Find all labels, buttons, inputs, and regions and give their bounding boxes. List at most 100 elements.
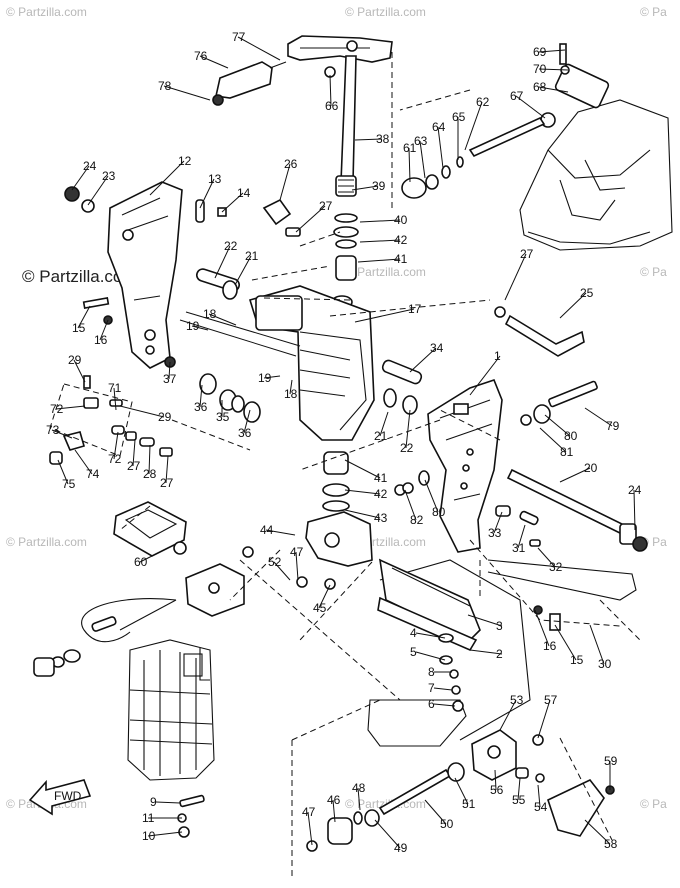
part-number-label: 16 [94, 333, 108, 347]
callout-leader [517, 524, 526, 549]
part-number-label: 74 [86, 467, 100, 481]
part-number-label: 70 [533, 62, 547, 76]
part-number-label: 47 [290, 545, 304, 559]
callout-leader [113, 431, 119, 460]
clamp-bracket-right [427, 379, 503, 553]
part-number-label: 25 [580, 286, 594, 300]
part-number-label: 65 [452, 110, 466, 124]
callout-leader [234, 255, 252, 286]
callout-leader [354, 308, 415, 323]
callout-leader [74, 449, 93, 475]
part-number-label: 53 [510, 693, 524, 707]
callout-leader [147, 831, 183, 837]
callout-leader [132, 439, 136, 467]
part-number-label: 18 [284, 387, 298, 401]
stopper-rails [377, 558, 481, 652]
callout-leader [408, 147, 411, 183]
watermark: © Partzilla.com [345, 5, 426, 19]
callout-leader [454, 777, 469, 805]
callout-leader [221, 192, 244, 213]
callout-leader [544, 414, 571, 437]
callout-leader [539, 427, 567, 453]
part-number-label: 3 [496, 619, 503, 633]
callout-leader [344, 509, 381, 519]
part-number-label: 61 [403, 141, 417, 155]
callout-leader [243, 409, 251, 434]
part-number-label: 79 [606, 419, 620, 433]
callout-leader [332, 799, 336, 823]
thru-tube [179, 268, 301, 357]
callout-leader [537, 784, 541, 808]
part-number-label: 8 [428, 665, 435, 679]
lower-unit [367, 559, 531, 747]
callout-leader [73, 359, 86, 383]
callout-leader [77, 305, 91, 329]
part-number-label: 58 [604, 837, 618, 851]
callout-leader [354, 138, 383, 141]
part-number-label: 69 [533, 45, 547, 59]
part-number-label: 15 [570, 653, 584, 667]
callout-layer: 1234567891011121314151516161718181919202… [46, 30, 642, 855]
bracket-76 [212, 61, 336, 106]
part-number-label: 32 [549, 560, 563, 574]
callout-leader [273, 561, 291, 581]
callout-leader [424, 799, 447, 825]
part-number-label: 67 [510, 89, 524, 103]
steering-arm [287, 35, 393, 63]
watermark: © Partzilla.com [6, 5, 87, 19]
part-number-label: 2 [496, 647, 503, 661]
fwd-arrow: FWD [28, 779, 92, 816]
callout-leader [537, 699, 551, 739]
pin-34 [381, 359, 423, 415]
watermark: © Pa [640, 5, 667, 19]
callout-leader [499, 699, 517, 731]
callout-leader [469, 649, 503, 655]
callout-leader [467, 614, 503, 627]
callout-leader [538, 68, 569, 71]
callout-leader [279, 163, 291, 201]
part-number-label: 66 [325, 99, 339, 113]
part-number-label: 51 [462, 797, 476, 811]
small-parts-upper [195, 198, 301, 237]
plate-60 [113, 501, 254, 558]
upper-bushings [331, 213, 359, 309]
callout-leader [359, 219, 401, 223]
part-number-label: 21 [374, 429, 388, 443]
callout-leader [199, 178, 215, 209]
callout-leader [87, 175, 109, 206]
part-number-label: 19 [186, 319, 200, 333]
part-number-label: 30 [598, 657, 612, 671]
callout-leader [379, 411, 389, 437]
part-number-label: 14 [237, 186, 251, 200]
callout-leader [191, 325, 209, 331]
callout-leader [537, 547, 556, 568]
callout-leader [263, 375, 281, 379]
part-number-label: 73 [46, 423, 60, 437]
part-number-label: 15 [72, 321, 86, 335]
part-number-label: 42 [394, 233, 408, 247]
part-number-label: 54 [534, 800, 548, 814]
part-number-label: 46 [327, 793, 341, 807]
part-number-label: 17 [408, 302, 422, 316]
part-number-label: 4 [410, 626, 417, 640]
callout-leader [584, 407, 613, 427]
part-number-label: 36 [194, 400, 208, 414]
part-number-label: 19 [258, 371, 272, 385]
part-number-label: 38 [376, 132, 390, 146]
bracket-53 [471, 729, 545, 783]
callout-leader [318, 584, 331, 609]
callout-leader [405, 409, 411, 449]
callout-leader [289, 379, 293, 395]
part-number-label: 43 [374, 511, 388, 525]
part-number-label: 64 [432, 120, 446, 134]
watermark: © Partzilla.com [6, 535, 87, 549]
part-number-label: 27 [319, 199, 333, 213]
routing-lines [49, 52, 641, 880]
swivel-shaft [335, 55, 357, 197]
part-number-label: 60 [134, 555, 148, 569]
callout-leader [357, 787, 361, 811]
callout-leader [409, 347, 437, 373]
callout-leader [113, 387, 117, 411]
callout-leader [589, 624, 605, 665]
callout-leader [374, 819, 401, 849]
